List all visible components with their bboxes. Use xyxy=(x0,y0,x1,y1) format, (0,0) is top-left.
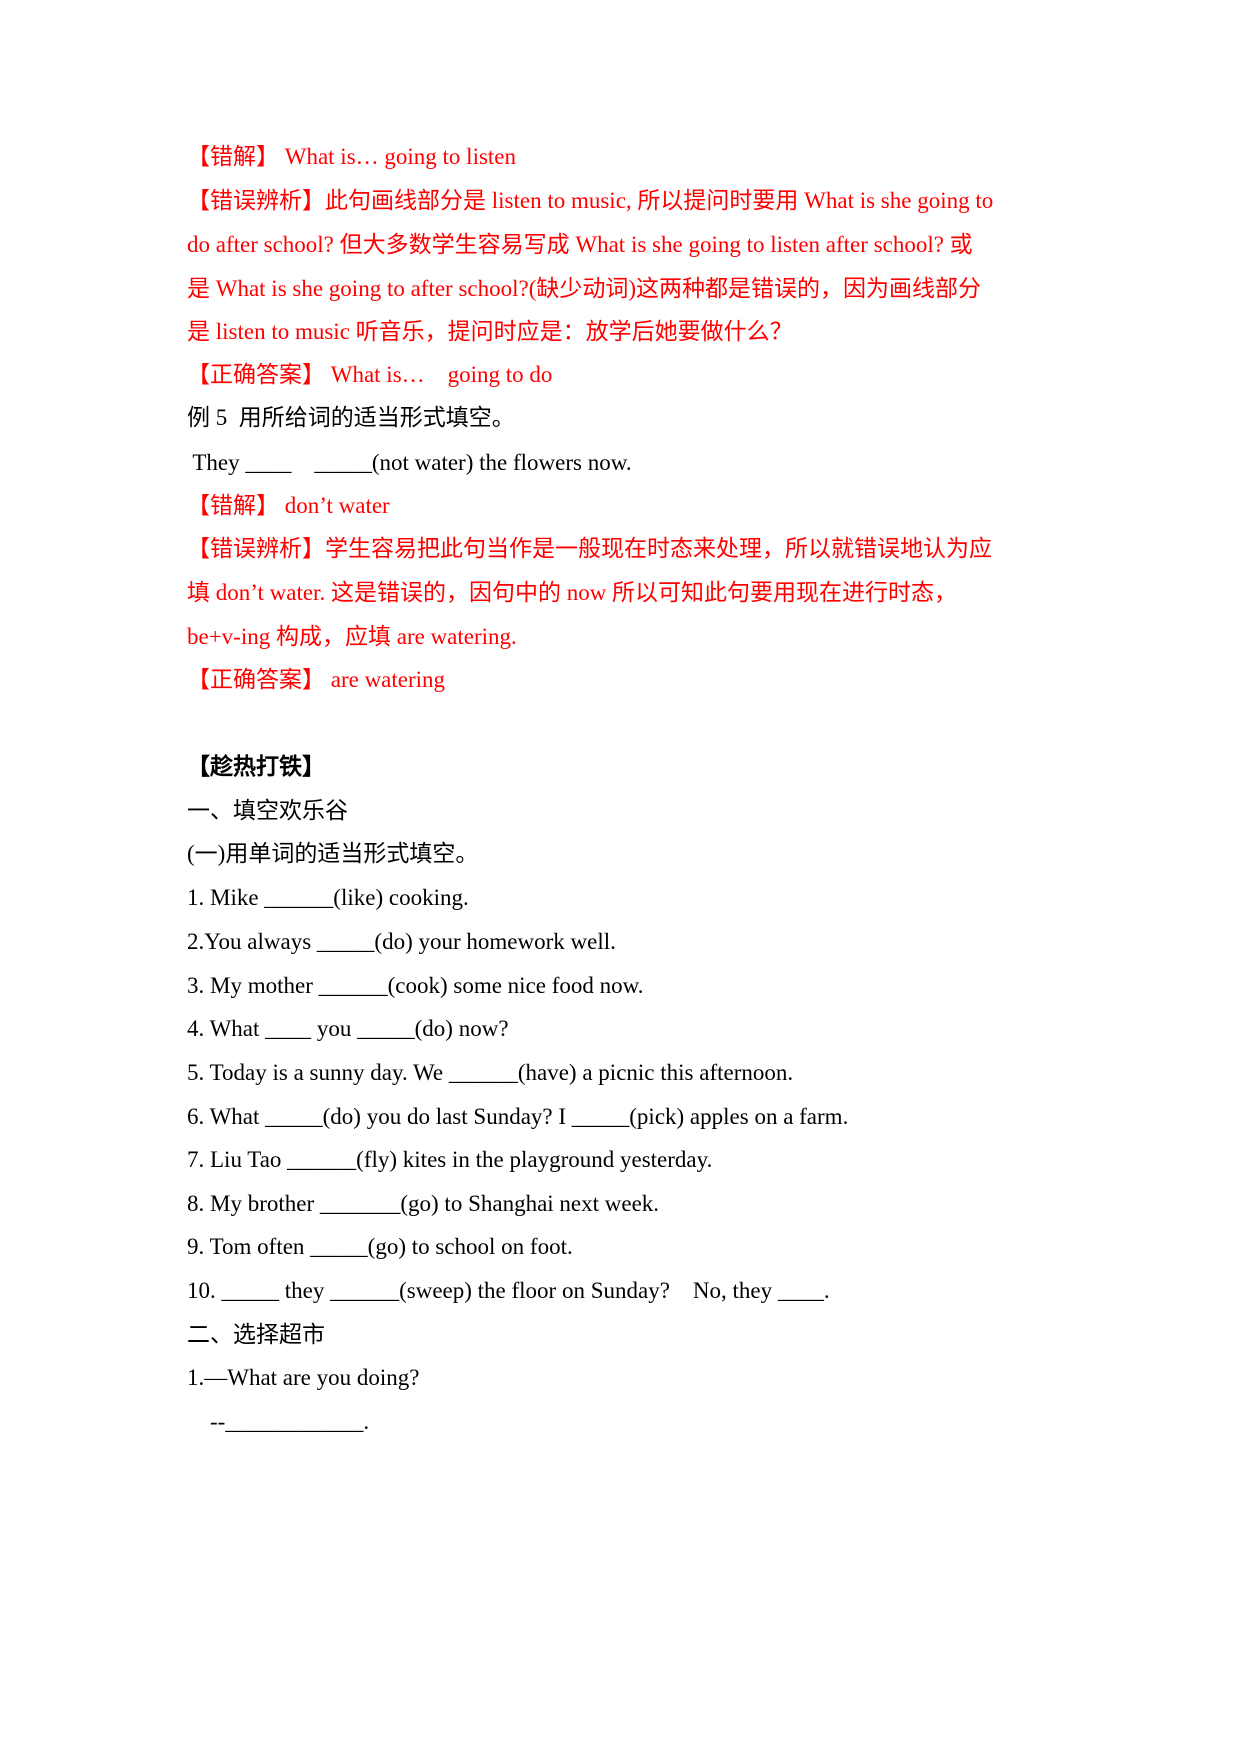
part1-subtitle: (一)用单词的适当形式填空。 xyxy=(187,841,479,866)
part2-question-1: 1.—What are you doing? xyxy=(187,1365,420,1390)
analysis-ex5-line-2: 填 don’t water. 这是错误的，因句中的 now 所以可知此句要用现在… xyxy=(187,580,958,605)
exercise-item-2: 2.You always _____(do) your homework wel… xyxy=(187,929,616,954)
exercise-item-10: 10. _____ they ______(sweep) the floor o… xyxy=(187,1278,830,1303)
analysis-ex4-line-3: 是 What is she going to after school?(缺少动… xyxy=(187,276,982,301)
analysis-ex4-line-4: 是 listen to music 听音乐，提问时应是：放学后她要做什么？ xyxy=(187,319,793,344)
correct-answer-ex4: 【正确答案】 What is… going to do xyxy=(187,362,553,387)
exercise-item-5: 5. Today is a sunny day. We ______(have)… xyxy=(187,1060,794,1085)
exercise-item-4: 4. What ____ you _____(do) now? xyxy=(187,1016,509,1041)
wrong-answer-ex4: 【错解】 What is… going to listen xyxy=(187,144,517,169)
exercise-item-6: 6. What _____(do) you do last Sunday? I … xyxy=(187,1104,849,1129)
analysis-ex5-line-1: 【错误辨析】学生容易把此句当作是一般现在时态来处理，所以就错误地认为应 xyxy=(187,536,992,561)
exercise-item-8: 8. My brother _______(go) to Shanghai ne… xyxy=(187,1191,660,1216)
exercise-item-3: 3. My mother ______(cook) some nice food… xyxy=(187,973,644,998)
wrong-answer-ex5: 【错解】 don’t water xyxy=(187,493,390,518)
correct-answer-ex5: 【正确答案】 are watering xyxy=(187,667,446,692)
example5-title: 例 5 用所给词的适当形式填空。 xyxy=(187,405,515,430)
part2-question-1-answer-blank: --____________. xyxy=(210,1409,370,1434)
part2-title: 二、选择超市 xyxy=(187,1322,325,1347)
exercise-item-1: 1. Mike ______(like) cooking. xyxy=(187,885,469,910)
practice-heading: 【趁热打铁】 xyxy=(187,754,325,779)
analysis-ex4-line-1: 【错误辨析】此句画线部分是 listen to music, 所以提问时要用 W… xyxy=(187,188,994,213)
exercise-item-9: 9. Tom often _____(go) to school on foot… xyxy=(187,1234,573,1259)
analysis-ex5-line-3: be+v-ing 构成，应填 are watering. xyxy=(187,624,517,649)
exercise-item-7: 7. Liu Tao ______(fly) kites in the play… xyxy=(187,1147,713,1172)
analysis-ex4-line-2: do after school? 但大多数学生容易写成 What is she … xyxy=(187,232,973,257)
example5-question: They ____ _____(not water) the flowers n… xyxy=(187,450,632,475)
part1-title: 一、填空欢乐谷 xyxy=(187,798,348,823)
